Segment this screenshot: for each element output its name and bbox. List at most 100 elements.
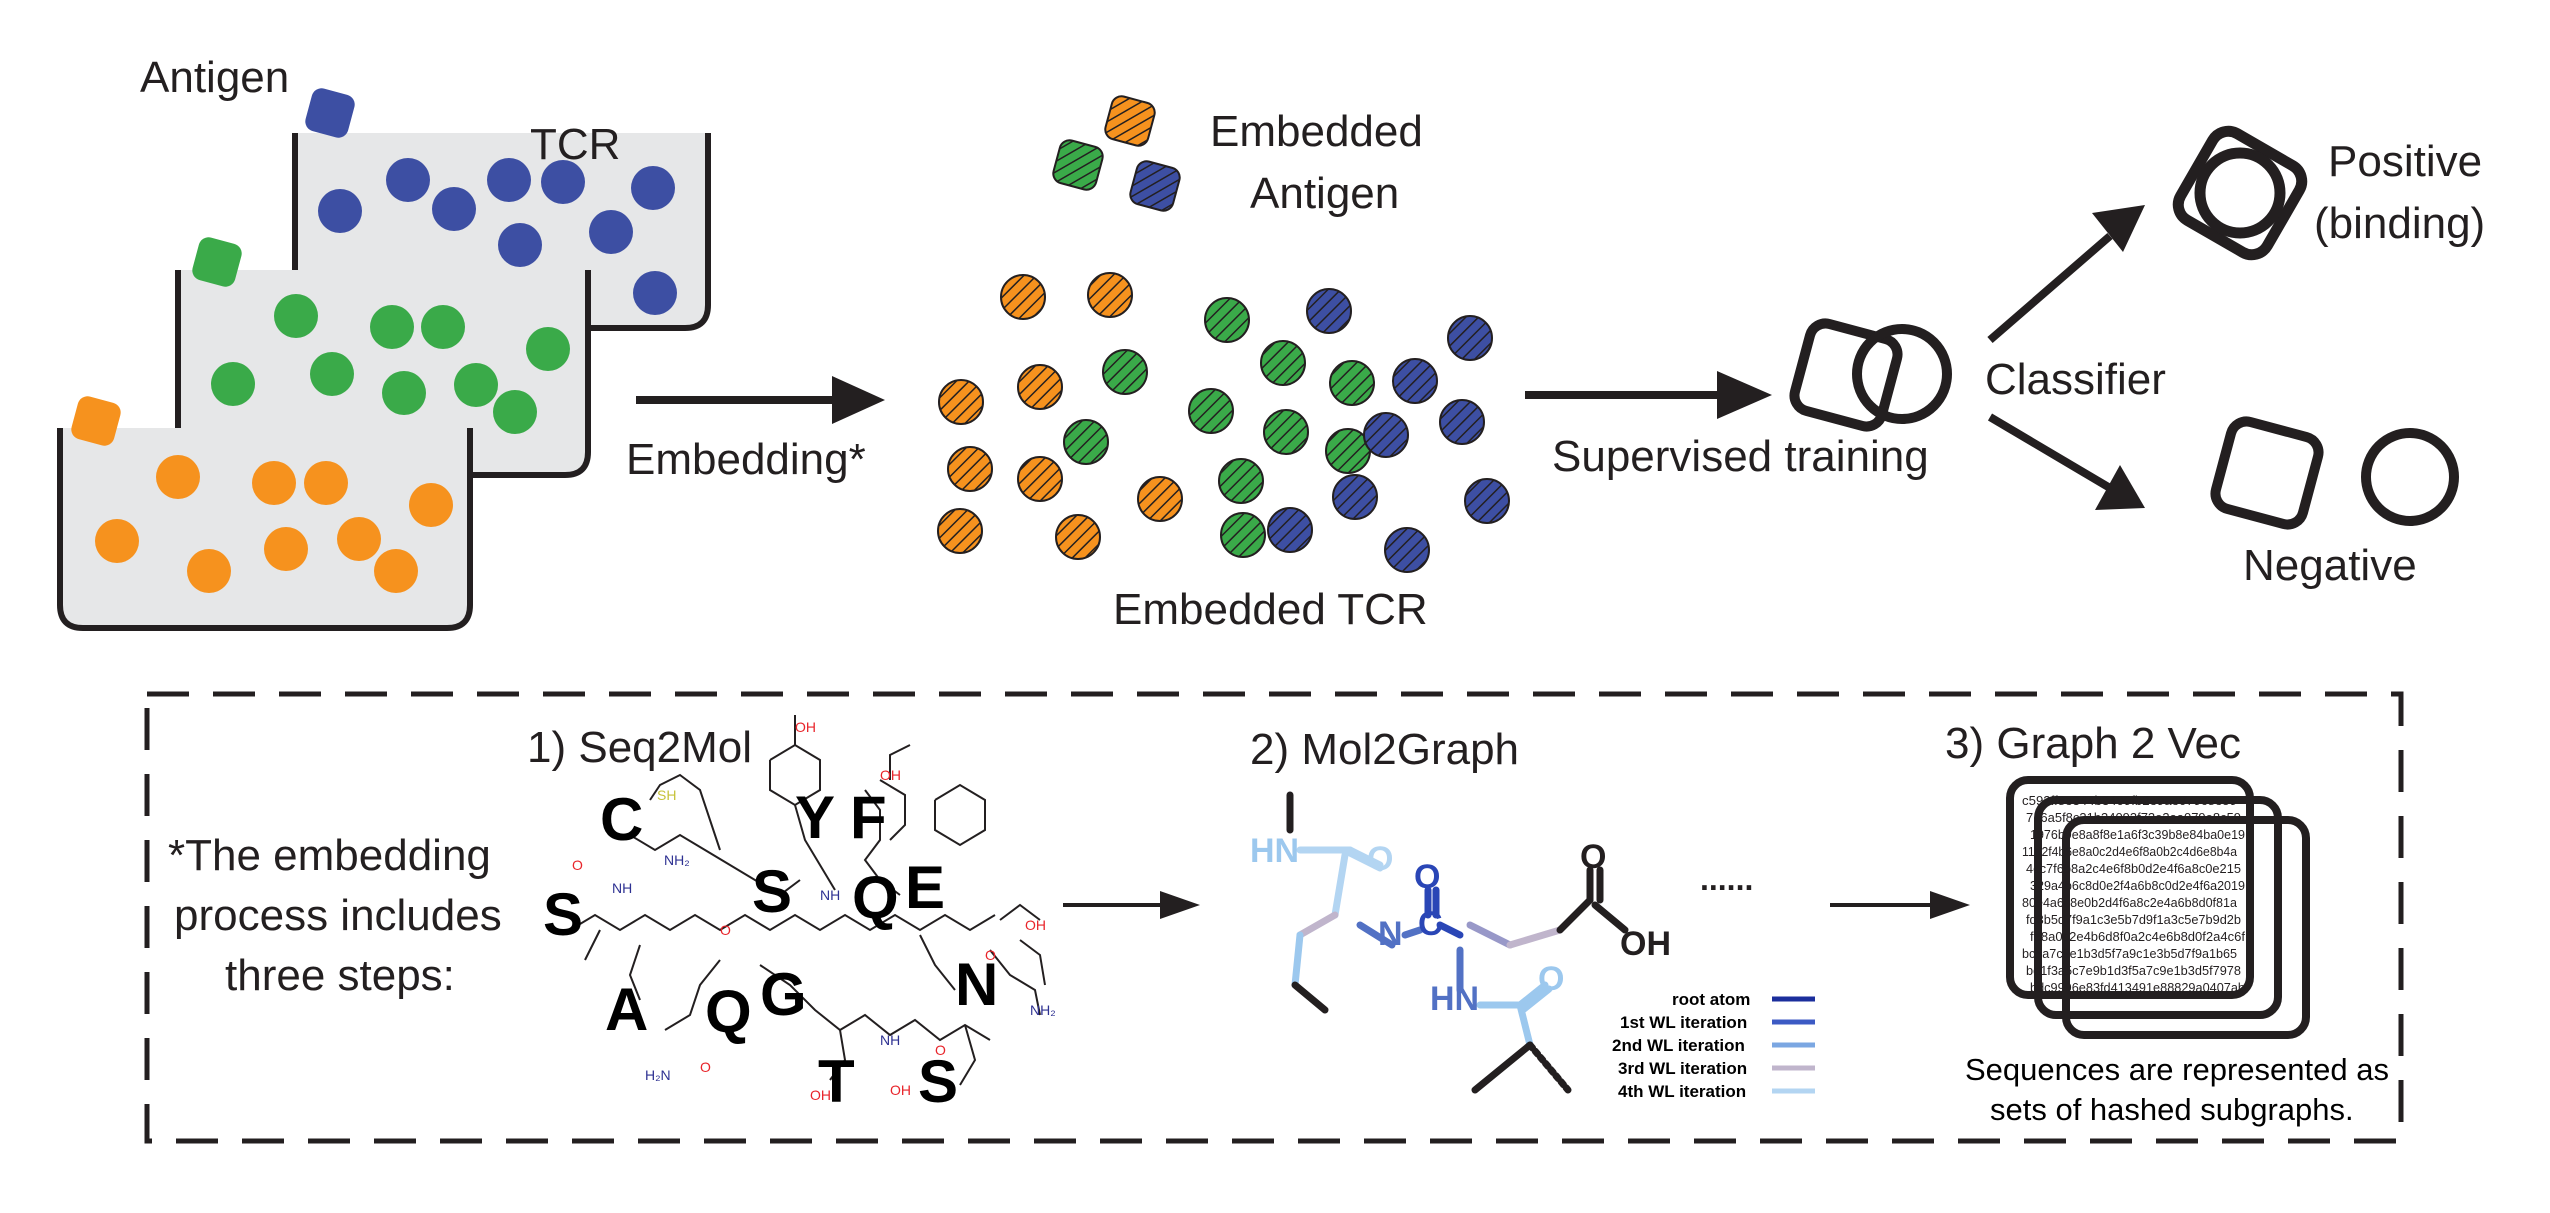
graph-oh: OH: [1620, 925, 1671, 963]
antigen-label: Antigen: [140, 53, 289, 102]
legend-4th-wl: 4th WL iteration: [1618, 1082, 1746, 1101]
aa-C: C: [600, 786, 643, 853]
peptide-molecule: OH OH SH NH₂ O NH O NH OH O NH₂ H₂N O OH…: [543, 715, 1056, 1115]
aa-E: E: [905, 854, 945, 921]
negative-label: Negative: [2243, 541, 2417, 590]
mol-o-2: O: [720, 922, 731, 938]
tcr-dot-blue: [386, 158, 430, 202]
mol-nh-3: NH: [880, 1032, 900, 1048]
aa-T: T: [818, 1048, 855, 1115]
mol-oh-4: OH: [810, 1087, 831, 1103]
note-line-2: process includes: [174, 891, 502, 940]
hash-line: 11a2f4b6e8a0c2d4e6f8a0b2c4d6e8b4a: [2022, 844, 2238, 859]
embedded-tcr-dot-orange: [947, 446, 993, 492]
tcr-dot-orange: [95, 519, 139, 563]
embedded-tcr-dot-orange: [1055, 514, 1101, 560]
embedding-steps-box: [144, 691, 2404, 1144]
tcr-dot-blue: [498, 223, 542, 267]
bound-pair-icon: [1789, 318, 1952, 432]
tcr-dot-blue: [589, 210, 633, 254]
tcr-dot-green: [274, 294, 318, 338]
supervised-training-label: Supervised training: [1552, 432, 1929, 481]
graph-o-4: O: [1538, 960, 1564, 998]
mol-o-4: O: [700, 1059, 711, 1075]
mol-oh-3: OH: [1025, 917, 1046, 933]
legend-3rd-wl: 3rd WL iteration: [1618, 1059, 1747, 1078]
hash-line: 716a5f8c31b34093f72e3aa079e8c59: [2026, 810, 2241, 825]
hashed-subgraph-cards: c592ff8e344b3409fb2e9ae079c8e59 716a5f8c3…: [2006, 776, 2310, 1039]
embedded-antigen-label-1: Embedded: [1210, 107, 1423, 156]
tcr-dot-orange: [252, 461, 296, 505]
embedded-tcr-dot-blue: [1363, 412, 1409, 458]
hash-line: bdc9996e83fd413491e88829a0407ab: [2030, 980, 2245, 995]
positive-label-2: (binding): [2314, 199, 2485, 248]
embedded-tcr-dot-blue: [1306, 288, 1352, 334]
graph-hn-2: HN: [1430, 980, 1479, 1018]
positive-binding-icon: [2172, 125, 2308, 261]
graph-ellipsis: ......: [1700, 861, 1753, 897]
tcr-dot-orange: [304, 461, 348, 505]
tcr-dot-orange: [409, 483, 453, 527]
negative-icon: [2210, 416, 2459, 530]
antigen-orange: [71, 396, 121, 446]
tcr-dot-blue: [318, 189, 362, 233]
tcr-label: TCR: [530, 120, 620, 169]
tcr-dot-orange: [374, 549, 418, 593]
hash-line: 329a4b6c8d0e2f4a6b8c0d2e4f6a2019: [2030, 878, 2245, 893]
embedded-tcr-dot-blue: [1447, 315, 1493, 361]
tcr-dot-green: [421, 305, 465, 349]
step-1-title: 1) Seq2Mol: [527, 723, 752, 772]
tcr-dot-blue: [541, 160, 585, 204]
tcr-dot-orange: [264, 527, 308, 571]
molecular-graph: HN O O C N O OH HN O ...... root atom 1s…: [1250, 791, 1815, 1101]
embedded-antigen-orange: [1104, 95, 1156, 147]
tcr-dot-orange: [187, 549, 231, 593]
tcr-dot-blue: [631, 166, 675, 210]
aa-F: F: [850, 784, 887, 851]
tcr-dot-green: [211, 362, 255, 406]
hash-line: 1976b9e8a8f8e1a6f3c39b8e84ba0e19: [2030, 827, 2245, 842]
mol-nh-1: NH: [612, 880, 632, 896]
hash-line: bd1f3a5c7e9b1d3f5a7c9e1b3d5f7978: [2026, 963, 2241, 978]
supervised-arrow: Supervised training: [1525, 371, 1929, 481]
embedded-tcr-dot-orange: [1017, 364, 1063, 410]
mol-nh2-2: NH₂: [1030, 1002, 1056, 1018]
hash-line: c592ff8e344b3409fb2e9ae079c8e59: [2022, 793, 2237, 808]
embedded-tcr-dot-green: [1263, 409, 1309, 455]
aa-G: G: [760, 961, 807, 1028]
hash-line: fd3b5d7f9a1c3e5b7d9f1a3c5e7b9d2b: [2026, 912, 2241, 927]
graph-hn-1: HN: [1250, 832, 1299, 870]
tcr-dot-green: [370, 305, 414, 349]
tcr-dot-blue: [432, 187, 476, 231]
graph-c: C: [1418, 905, 1443, 943]
note-line-3: three steps:: [225, 951, 455, 1000]
wl-legend: root atom 1st WL iteration 2nd WL iterat…: [1612, 990, 1815, 1101]
step-arrow-1: [1063, 891, 1200, 919]
aa-Q-1: Q: [852, 864, 899, 931]
antigen-blue: [305, 88, 355, 138]
embedded-cloud: Embedded Antigen Embedded TCR: [937, 95, 1510, 634]
mol-oh-2: OH: [880, 767, 901, 783]
step-arrow-2: [1830, 891, 1970, 919]
embedded-tcr-dot-blue: [1384, 527, 1430, 573]
hash-line: 80e4a6c8e0b2d4f6a8c2e4a6b8d0f81a: [2022, 895, 2238, 910]
legend-1st-wl: 1st WL iteration: [1620, 1013, 1747, 1032]
tcr-dot-green: [310, 352, 354, 396]
embedding-note: *The embedding process includes three st…: [168, 831, 502, 1000]
mol-oh-1: OH: [795, 719, 816, 735]
embedded-tcr-dot-green: [1102, 349, 1148, 395]
embedded-tcr-dot-blue: [1332, 474, 1378, 520]
tcr-wells: Antigen TCR: [57, 53, 711, 631]
tcr-dot-blue: [633, 271, 677, 315]
tcr-dot-blue: [487, 158, 531, 202]
tcr-dot-green: [493, 390, 537, 434]
embedded-tcr-dot-green: [1218, 458, 1264, 504]
tcr-dot-orange: [156, 455, 200, 499]
mol-oh-5: OH: [890, 1082, 911, 1098]
note-line-1: *The embedding: [168, 831, 491, 880]
aa-S-2: S: [752, 858, 792, 925]
hash-line: fe8a0c2e4b6d8f0a2c4e6b8d0f2a4c6f: [2030, 929, 2245, 944]
graph-o-1: O: [1367, 840, 1393, 878]
embedded-tcr-dot-green: [1188, 388, 1234, 434]
